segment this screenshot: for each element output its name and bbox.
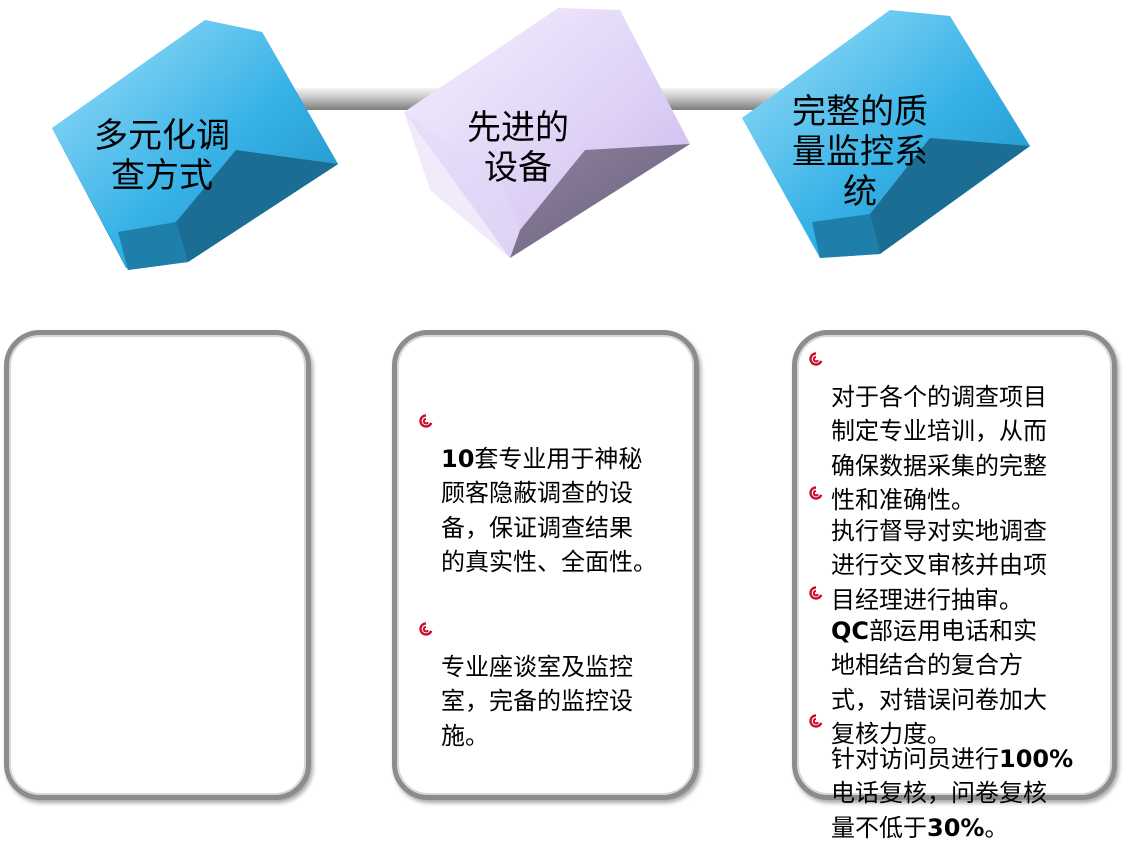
bullet-icon	[809, 486, 823, 500]
list-item: QC部运用电话和实 地相结合的复合方 式，对错误问卷加大 复核力度。	[809, 579, 1047, 752]
connector-1	[268, 88, 448, 110]
bullet-icon	[809, 586, 823, 600]
item-lead: 10	[441, 444, 475, 473]
item-text: 部运用电话和实 地相结合的复合方 式，对错误问卷加大 复核力度。	[831, 616, 1047, 749]
cube-diverse-survey-face	[52, 20, 338, 270]
cube-diagram	[52, 8, 1030, 270]
cube-advanced-equipment	[404, 8, 690, 258]
cube-label-3: 完整的质 量监控系 统	[792, 92, 928, 212]
item-tail-2: 30%	[927, 813, 985, 842]
bullet-icon	[419, 622, 433, 636]
item-text: 对于各个的调查项目 制定专业培训，从而 确保数据采集的完整 性和准确性。	[831, 382, 1047, 515]
item-text: 针对访问员进行	[831, 744, 999, 773]
bullet-icon	[809, 714, 823, 728]
item-text: 套专业用于神秘 顾客隐蔽调查的设 备，保证调查结果 的真实性、全面性。	[441, 444, 657, 577]
bullet-icon	[419, 414, 433, 428]
item-lead: QC	[831, 616, 870, 645]
panel-diverse-survey	[4, 330, 311, 800]
panel-advanced-equipment: 10套专业用于神秘 顾客隐蔽调查的设 备，保证调查结果 的真实性、全面性。 专业…	[392, 330, 699, 800]
item-text: 执行督导对实地调查 进行交叉审核并由项 目经理进行抽审。	[831, 516, 1047, 614]
list-item: 对于各个的调查项目 制定专业培训，从而 确保数据采集的完整 性和准确性。	[809, 345, 1047, 518]
list-item: 执行督导对实地调查 进行交叉审核并由项 目经理进行抽审。	[809, 479, 1047, 617]
item-text-3: 。	[984, 813, 1009, 842]
item-tail: 100%	[999, 744, 1074, 773]
cube-label-2: 先进的 设备	[467, 108, 569, 188]
panel-quality-control: 对于各个的调查项目 制定专业培训，从而 确保数据采集的完整 性和准确性。 执行督…	[792, 330, 1117, 842]
list-item: 专业座谈室及监控 室，完备的监控设 施。	[419, 615, 633, 753]
list-item: 针对访问员进行100% 电话复核，问卷复核 量不低于30%。	[809, 707, 1073, 845]
cube-quality-control	[742, 10, 1030, 258]
item-text: 专业座谈室及监控 室，完备的监控设 施。	[441, 652, 633, 750]
cube-label-1: 多元化调 查方式	[94, 116, 230, 196]
list-item: 10套专业用于神秘 顾客隐蔽调查的设 备，保证调查结果 的真实性、全面性。	[419, 407, 657, 580]
bullet-icon	[809, 352, 823, 366]
